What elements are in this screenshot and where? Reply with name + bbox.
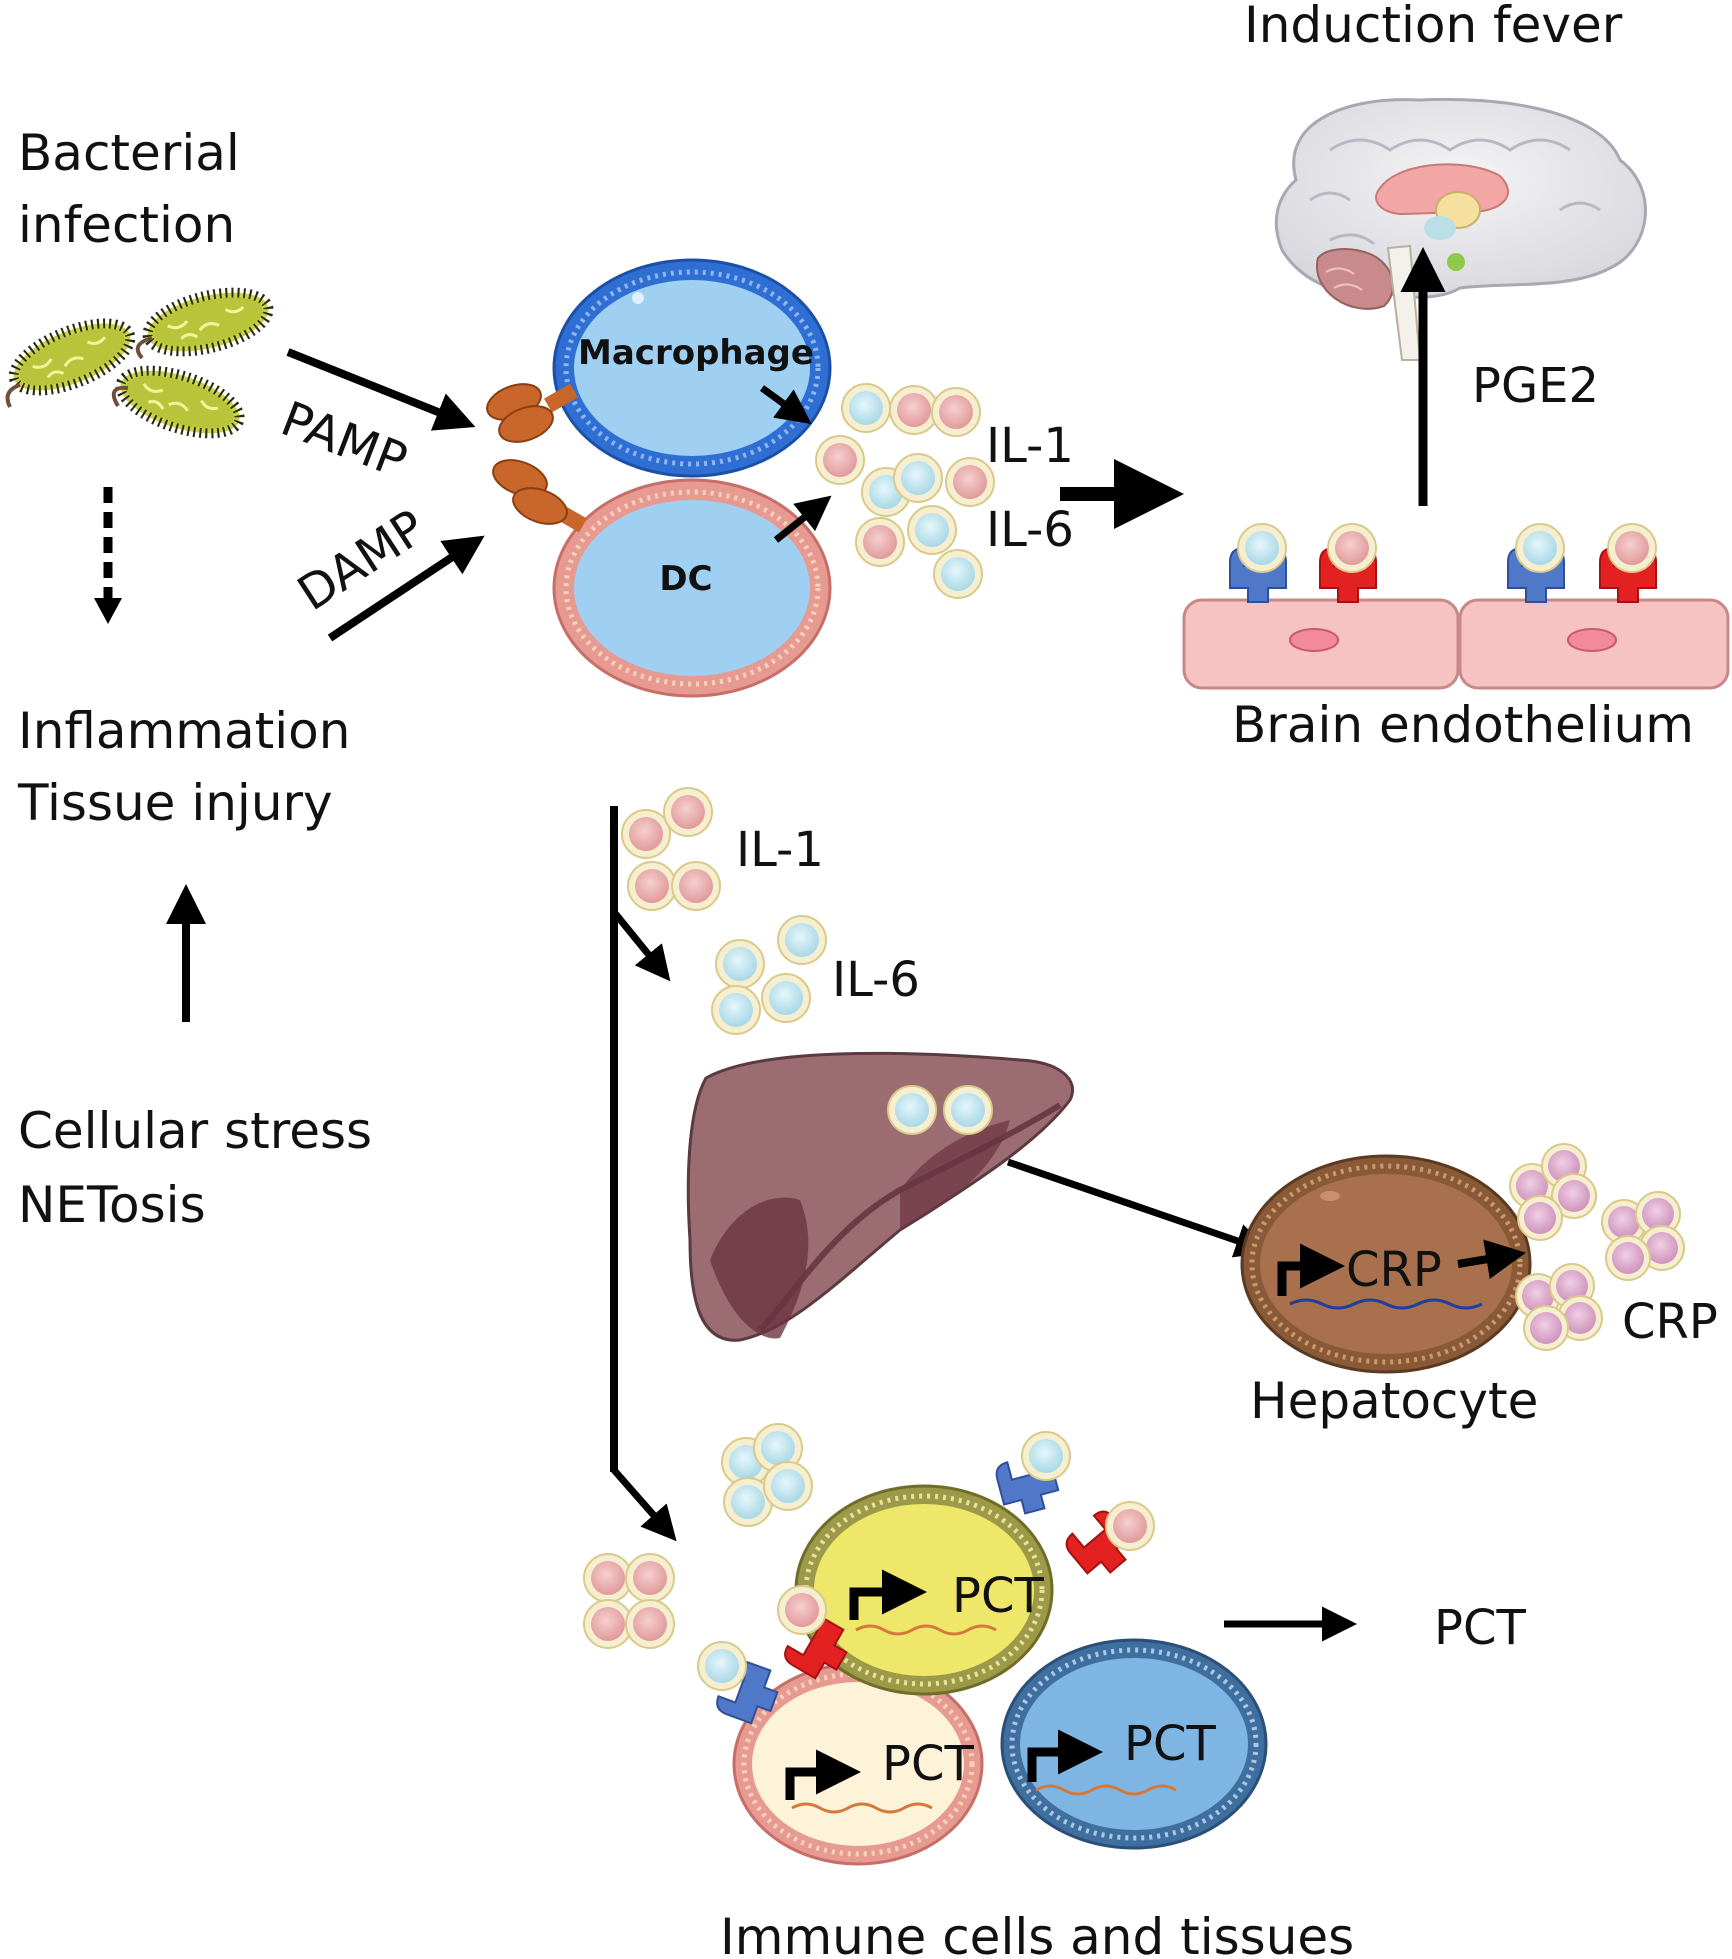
- brain-endothelium-cells: [1182, 598, 1730, 690]
- il1-mid-label: IL-1: [736, 822, 824, 878]
- crp-gene-promoter-arrow: [1277, 1243, 1345, 1296]
- il1-cluster-mid: [621, 787, 721, 911]
- hepatocyte-cell: [1240, 1154, 1532, 1374]
- hepatocyte-label: Hepatocyte: [1250, 1372, 1538, 1430]
- pge2-label: PGE2: [1472, 358, 1599, 414]
- pct-output-label: PCT: [1434, 1600, 1526, 1656]
- netosis-label: NETosis: [18, 1176, 206, 1234]
- pct-blue-label: PCT: [1124, 1716, 1216, 1772]
- il1-top-label: IL-1: [986, 418, 1074, 474]
- il6-cluster-bottom: [721, 1423, 813, 1527]
- branch-arrow-immune: [611, 1467, 677, 1542]
- tissue-injury-label: Tissue injury: [17, 774, 333, 832]
- dc-cell: [552, 478, 832, 698]
- crp-release-arrow: [1457, 1239, 1526, 1279]
- liver-icon: [686, 1051, 1074, 1342]
- brain-icon: [1274, 97, 1647, 361]
- pamp-arrow: [286, 348, 476, 431]
- il6-mid-label: IL-6: [832, 952, 920, 1008]
- induction-fever-label: Induction fever: [1244, 0, 1623, 54]
- damp-arrow: [327, 535, 485, 642]
- dc-label: DC: [659, 559, 712, 599]
- endothelium-receptors: [1229, 523, 1657, 603]
- pamp-receptor-icon: [486, 383, 578, 443]
- bacterial-label-line1: Bacterial: [18, 124, 240, 182]
- damp-label: DAMP: [288, 499, 435, 622]
- cellular-stress-label: Cellular stress: [18, 1102, 372, 1160]
- immune-cells-label: Immune cells and tissues: [720, 1908, 1354, 1959]
- inflammation-label: Inflammation: [18, 702, 350, 760]
- bacterial-label-line2: infection: [18, 196, 235, 254]
- macrophage-release-arrow: [759, 385, 812, 425]
- crp-output-label: CRP: [1622, 1294, 1718, 1350]
- dc-release-arrow: [773, 495, 832, 543]
- il6-top-label: IL-6: [986, 502, 1074, 558]
- macrophage-label: Macrophage: [578, 333, 814, 373]
- liver-to-hepatocyte-arrow: [1006, 1158, 1271, 1258]
- cytokine-cluster-top: [815, 383, 995, 599]
- blue-immune-cell: [1000, 1638, 1268, 1850]
- crp-gene-label: CRP: [1346, 1242, 1442, 1298]
- macrophage-cell: [552, 258, 832, 478]
- il6-cluster-mid: [711, 915, 827, 1035]
- il1-cluster-bottom: [583, 1553, 675, 1649]
- branch-arrow-liver: [611, 909, 671, 982]
- dashed-arrow-head: [94, 598, 122, 624]
- pct-promoter-arrow-cream: [785, 1749, 861, 1800]
- pct-promoter-arrow-yellow: [849, 1569, 927, 1620]
- pct-yellow-label: PCT: [952, 1568, 1044, 1624]
- damp-receptor-icon: [492, 459, 587, 533]
- pamp-label: PAMP: [274, 391, 415, 490]
- brain-endothelium-label: Brain endothelium: [1232, 696, 1694, 754]
- pct-promoter-arrow-blue: [1027, 1729, 1103, 1782]
- pct-cream-label: PCT: [882, 1736, 974, 1792]
- bacteria-icon: [5, 282, 275, 446]
